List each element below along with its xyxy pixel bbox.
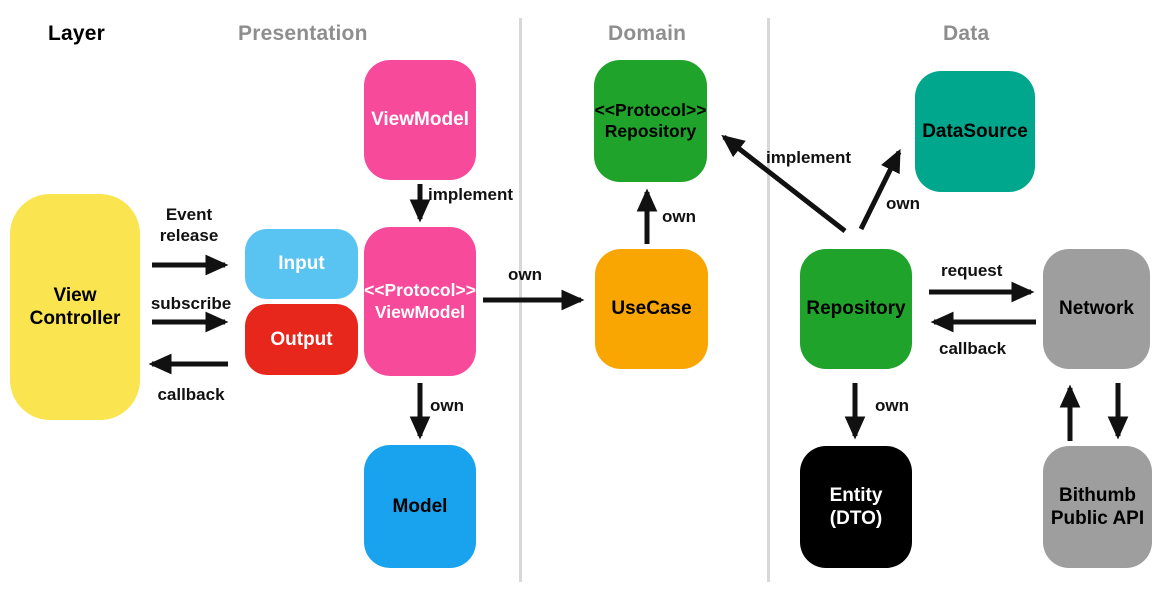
header-data: Data — [943, 22, 990, 45]
edge-label-own-viewmodel-model: own — [430, 396, 464, 415]
edge-label-implement-viewmodel: implement — [428, 185, 514, 204]
node-entity-dto: Entity (DTO) — [800, 446, 912, 568]
header-layer: Layer — [48, 22, 106, 45]
header-domain: Domain — [608, 22, 687, 45]
edge-label-request: request — [941, 261, 1003, 280]
node-output: Output — [245, 304, 358, 375]
arrow-own-repository-datasource — [858, 148, 902, 231]
node-datasource: DataSource — [915, 71, 1035, 192]
edge-label-own-viewmodel-usecase: own — [508, 265, 542, 284]
node-network: Network — [1043, 249, 1150, 369]
edge-label-callback-viewcontroller: callback — [157, 385, 225, 404]
node-protocol-repository: <<Protocol>> Repository — [594, 60, 707, 182]
node-usecase: UseCase — [595, 249, 708, 369]
divider-domain-data — [767, 18, 770, 582]
divider-presentation-domain — [519, 18, 522, 582]
edge-label-event-release: Event release — [159, 205, 219, 246]
edge-label-subscribe: subscribe — [150, 294, 232, 313]
node-bithumb-public-api: Bithumb Public API — [1043, 446, 1152, 568]
edge-label-own-repository-datasource: own — [886, 194, 920, 213]
header-presentation: Presentation — [238, 22, 368, 45]
edge-label-own-usecase-repository: own — [662, 207, 696, 226]
node-view-controller: View Controller — [10, 194, 140, 420]
node-viewmodel: ViewModel — [364, 60, 476, 180]
edge-label-implement-repository: implement — [766, 148, 852, 167]
node-input: Input — [245, 229, 358, 299]
node-repository: Repository — [800, 249, 912, 369]
edge-label-callback-network: callback — [939, 339, 1007, 358]
node-model: Model — [364, 445, 476, 568]
edge-label-own-repository-entity: own — [875, 396, 909, 415]
node-protocol-viewmodel: <<Protocol>> ViewModel — [364, 227, 476, 376]
